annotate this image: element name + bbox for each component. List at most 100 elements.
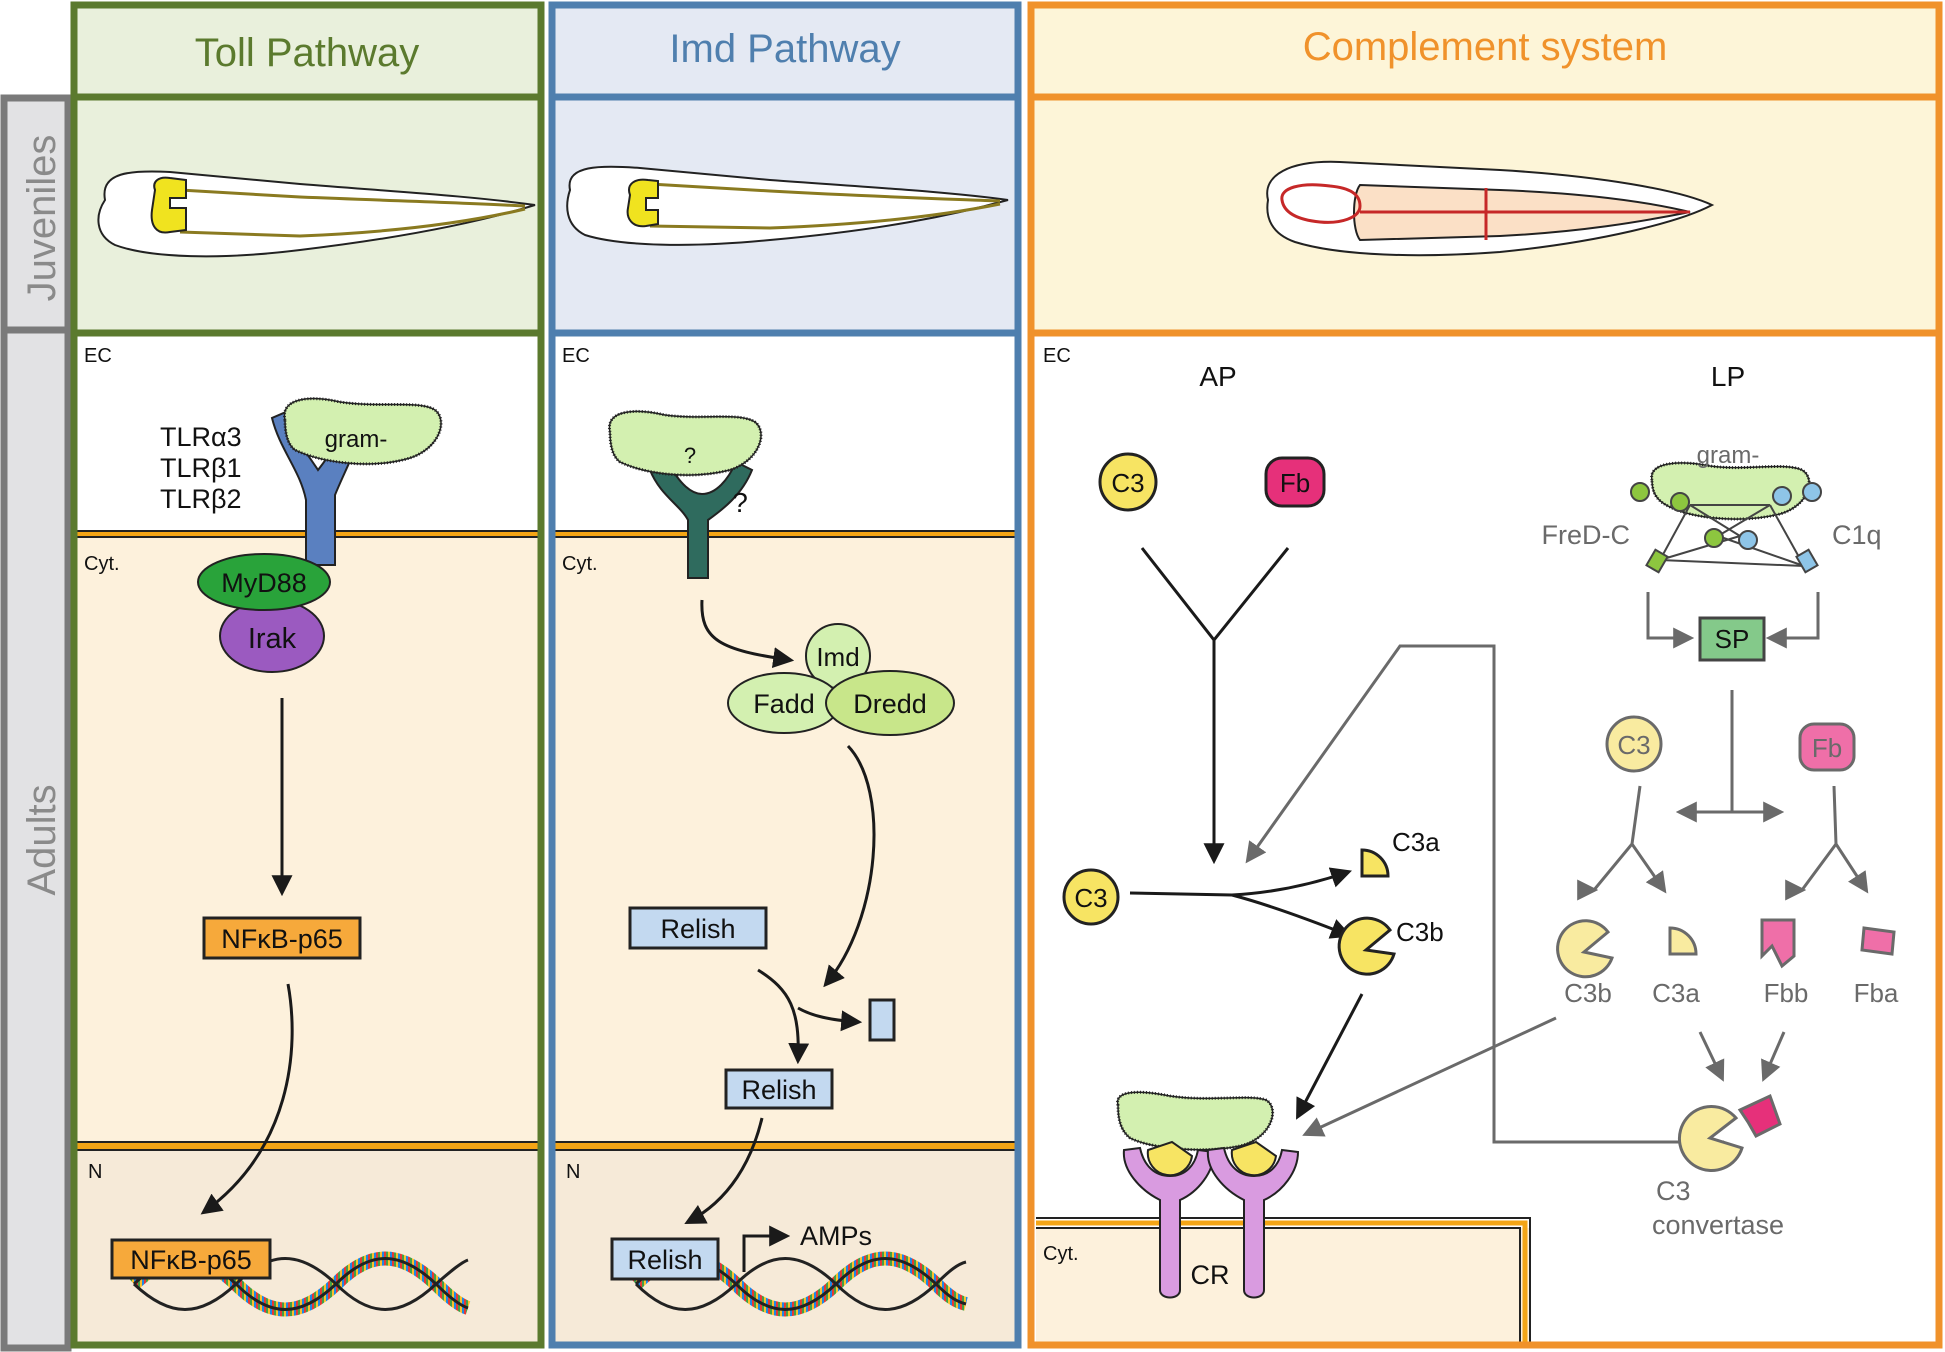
complement-title: Complement system xyxy=(1303,25,1668,69)
lp-c3b-label: C3b xyxy=(1564,978,1612,1008)
lp-label: LP xyxy=(1711,361,1745,392)
toll-bacterium xyxy=(283,397,443,466)
relish-cleaved-box xyxy=(724,1068,834,1110)
fba-shape xyxy=(1860,926,1896,956)
lp-fb-label: Fb xyxy=(1812,733,1842,763)
toll-header-bg xyxy=(74,5,541,97)
imd-arrow-to-cleavage xyxy=(823,744,876,988)
row-label-adults: Adults xyxy=(20,784,64,895)
imd-column: Imd Pathway EC Cyt. N ? ? Imd Fadd xyxy=(548,1,1022,1349)
c3b-to-cr-arrow xyxy=(1296,993,1364,1120)
toll-arrow-to-nucleus xyxy=(200,983,294,1215)
fbb-label: Fbb xyxy=(1764,978,1809,1008)
c3b-label: C3b xyxy=(1396,917,1444,947)
toll-cyt-label: Cyt. xyxy=(84,553,120,575)
imd-n-label: N xyxy=(566,1161,580,1183)
complement-column-border xyxy=(1027,1,1943,1349)
imd-juvenile-worm xyxy=(566,165,1009,246)
amps-transcription-arrow xyxy=(742,1225,791,1272)
imd-label: Imd xyxy=(816,642,859,672)
row-label-bar xyxy=(0,94,72,1352)
row-label-juveniles: Juveniles xyxy=(20,135,64,302)
c3a-shape xyxy=(1360,848,1390,878)
ap-c3-shape xyxy=(1098,452,1158,512)
complement-cyt-label: Cyt. xyxy=(1043,1243,1079,1265)
dredd-label: Dredd xyxy=(853,689,927,719)
relish-fragment-arrow xyxy=(797,1006,863,1032)
toll-juvenile-worm xyxy=(97,170,536,258)
ap-fb-shape xyxy=(1264,456,1326,508)
relish-cleavage-arrow xyxy=(757,968,810,1065)
toll-title: Toll Pathway xyxy=(195,31,420,75)
row-labels: Juveniles Adults xyxy=(0,94,72,1352)
nfkb-dna-label: NFκB-p65 xyxy=(130,1245,252,1275)
toll-nuclear-membrane xyxy=(74,1143,541,1149)
fadd-label: Fadd xyxy=(753,689,815,719)
cr-label: CR xyxy=(1191,1260,1230,1290)
ap-convergence-arrow xyxy=(1140,547,1290,860)
lp-c3a-label: C3a xyxy=(1652,978,1700,1008)
imd-cell-membrane xyxy=(552,532,1018,536)
ap-c3-mid-shape xyxy=(1062,868,1120,926)
relish-full-label: Relish xyxy=(660,914,735,944)
toll-ec-label: EC xyxy=(84,345,112,367)
convertase-label-line1: C3 xyxy=(1656,1176,1691,1206)
c1q-label: C1q xyxy=(1832,520,1882,550)
complement-header-bg xyxy=(1031,5,1939,97)
nfkb-box xyxy=(202,916,362,960)
imd-column-border xyxy=(548,1,1022,1349)
c1q-to-sp-arrow xyxy=(1765,592,1820,649)
sp-box xyxy=(1698,616,1766,662)
imd-bacterium xyxy=(608,409,763,477)
c3a-label: C3a xyxy=(1392,827,1440,857)
lp-c3-label: C3 xyxy=(1617,730,1650,760)
lp-fb-split-arrow xyxy=(1800,785,1866,890)
lp-c3a-shape xyxy=(1668,926,1698,956)
fredc-to-sp-arrow xyxy=(1646,592,1695,649)
amps-label: AMPs xyxy=(800,1221,872,1251)
fbb-to-convertase-arrow xyxy=(1761,1031,1786,1082)
c3-convertase-shape xyxy=(1677,1093,1782,1172)
imd-arrow-to-nucleus xyxy=(684,1117,764,1224)
lp-c3-split-arrow xyxy=(1592,785,1664,890)
sp-label: SP xyxy=(1715,624,1750,654)
ap-c3-mid-label: C3 xyxy=(1074,883,1107,913)
lp-c3b-shape xyxy=(1556,919,1614,979)
complement-column: Complement system EC Cyt. AP C3 Fb C3 C3… xyxy=(1027,1,1943,1349)
lp-c3-shape xyxy=(1605,715,1663,773)
relish-dna-box xyxy=(610,1237,720,1281)
imd-receptor-label: ? xyxy=(732,487,748,518)
relish-cleaved-label: Relish xyxy=(741,1075,816,1105)
fredc-label: FreD-C xyxy=(1542,520,1631,550)
cr-bacterium xyxy=(1116,1090,1275,1152)
tlr-label-b1: TLRβ1 xyxy=(160,453,242,483)
cr-receptors xyxy=(1122,1140,1300,1299)
imd-ec-label: EC xyxy=(562,345,590,367)
imd-title: Imd Pathway xyxy=(669,27,900,71)
nfkb-dna-box xyxy=(110,1238,272,1280)
toll-bacterium-label: gram- xyxy=(325,426,388,453)
c3b-to-convertase-arrow xyxy=(1698,1031,1725,1082)
relish-dna-label: Relish xyxy=(627,1245,702,1275)
toll-n-label: N xyxy=(88,1161,102,1183)
imd-bacterium-label: ? xyxy=(684,443,696,468)
lp-fb-shape xyxy=(1798,722,1856,772)
complement-cytoplasm-region xyxy=(1036,1228,1531,1345)
convertase-feedback-arrow xyxy=(1245,644,1724,1144)
c3b-shape xyxy=(1337,916,1396,976)
relish-full-box xyxy=(628,906,768,950)
toll-column-border xyxy=(70,1,545,1349)
complement-juvenile-worm xyxy=(1266,160,1715,257)
lp-c3b-to-cr-arrow xyxy=(1302,1016,1557,1137)
nfkb-label: NFκB-p65 xyxy=(221,924,343,954)
ap-fb-label: Fb xyxy=(1280,468,1310,498)
fbb-shape xyxy=(1760,918,1796,969)
imd-arrow-to-complex xyxy=(700,599,795,669)
imd-receptor xyxy=(648,460,754,579)
dredd-shape xyxy=(825,670,955,736)
relish-fragment xyxy=(868,998,896,1042)
myd88-shape xyxy=(197,553,331,611)
imd-header-bg xyxy=(552,5,1018,97)
tlr-label-b2: TLRβ2 xyxy=(160,484,242,514)
